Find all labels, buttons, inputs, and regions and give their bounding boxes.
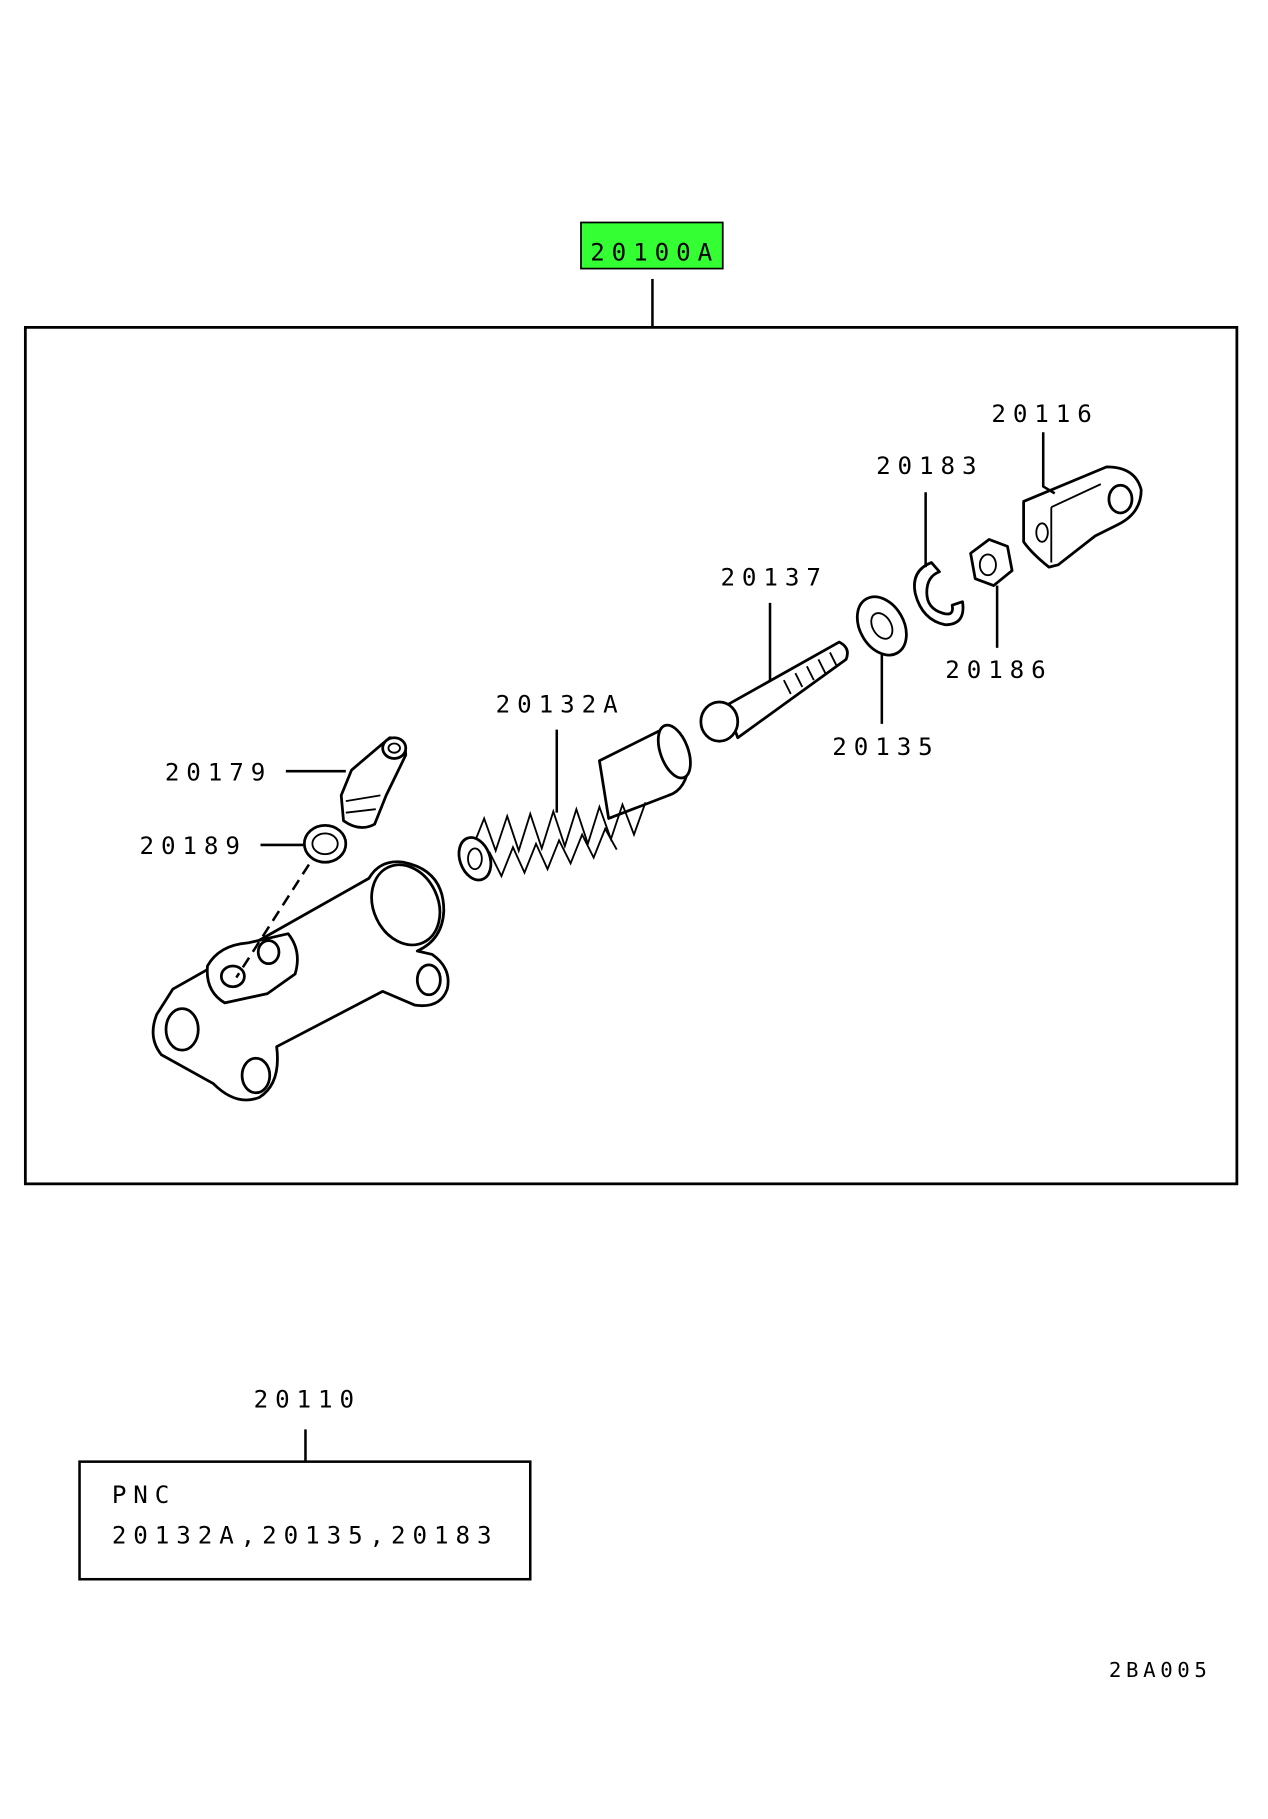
o-ring-part bbox=[302, 823, 348, 864]
pushrod-part bbox=[699, 640, 849, 743]
part-label: 20137 bbox=[720, 564, 827, 592]
washer-part bbox=[855, 595, 908, 657]
assembly-label: 20100A bbox=[590, 239, 719, 267]
part-label: 20179 bbox=[165, 758, 272, 786]
part-label: 20186 bbox=[945, 656, 1052, 684]
callout-20132A[interactable]: 20132A bbox=[496, 690, 625, 813]
assembly-frame bbox=[23, 325, 1239, 1186]
clevis-part bbox=[1022, 465, 1143, 569]
callout-20183[interactable]: 20183 bbox=[876, 452, 983, 568]
cylinder-body-part bbox=[151, 860, 450, 1102]
callout-20137[interactable]: 20137 bbox=[720, 564, 827, 681]
kit-callout-20110[interactable]: 20110 PNC 20132A,20135,20183 bbox=[78, 1385, 532, 1581]
kit-contents: 20132A,20135,20183 bbox=[112, 1521, 499, 1549]
part-label: 20189 bbox=[139, 832, 246, 860]
assembly-callout-20100A[interactable]: 20100A bbox=[580, 221, 724, 270]
kit-box bbox=[78, 1460, 532, 1581]
part-label: 20183 bbox=[876, 452, 983, 480]
kit-label: 20110 bbox=[254, 1385, 361, 1413]
figure-code: 2BA005 bbox=[1109, 1658, 1212, 1682]
callout-20135[interactable]: 20135 bbox=[832, 654, 939, 761]
nut-part bbox=[969, 538, 1014, 587]
leader-line bbox=[1041, 432, 1056, 495]
piston-spring-part bbox=[457, 723, 692, 882]
callout-20116[interactable]: 20116 bbox=[991, 400, 1098, 495]
part-label: 20132A bbox=[496, 690, 625, 718]
part-label: 20116 bbox=[991, 400, 1098, 428]
callout-20179[interactable]: 20179 bbox=[165, 758, 346, 786]
snap-ring-part bbox=[913, 561, 965, 627]
kit-title: PNC bbox=[112, 1481, 176, 1509]
part-label: 20135 bbox=[832, 733, 939, 761]
bleeder-dashed-leader bbox=[235, 863, 310, 979]
bleeder-screw-part bbox=[339, 736, 408, 829]
callout-20189[interactable]: 20189 bbox=[139, 832, 304, 860]
callout-20186[interactable]: 20186 bbox=[945, 585, 1052, 684]
